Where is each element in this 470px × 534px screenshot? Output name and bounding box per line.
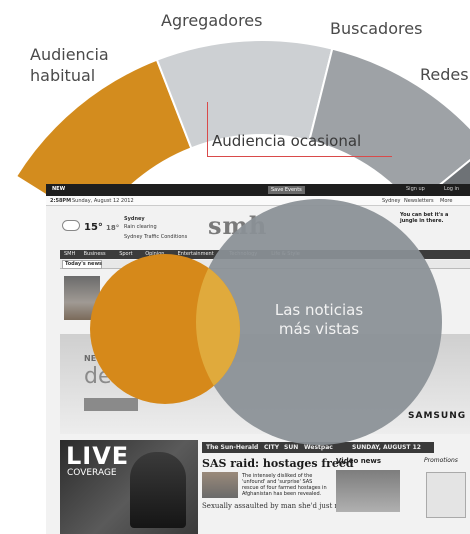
sydney-link[interactable]: Sydney bbox=[382, 198, 401, 204]
date-bar: 2:58PM Sunday, August 12 2012 Sydney New… bbox=[46, 196, 470, 206]
nav-item-4[interactable]: Entertainment bbox=[177, 251, 214, 257]
label-agregadores: Agregadores bbox=[161, 11, 263, 30]
partner-sun: SUN bbox=[284, 444, 299, 451]
temp-low: 18° bbox=[106, 224, 120, 232]
newsletters-link[interactable]: Newsletters bbox=[404, 198, 434, 204]
venn-circle-right bbox=[196, 199, 442, 445]
promotion-box[interactable] bbox=[426, 472, 466, 518]
label-audiencia-ocasional: Audiencia ocasional bbox=[212, 132, 362, 150]
headline[interactable]: SAS raid: hostages freed bbox=[202, 457, 354, 470]
partner-city: CITY bbox=[264, 444, 280, 451]
live-coverage-block[interactable]: LIVE COVERAGE bbox=[60, 440, 198, 534]
live-title: LIVE bbox=[66, 442, 130, 470]
headline-2[interactable]: Sexually assaulted by man she'd just met bbox=[202, 502, 349, 510]
temp-main: 15° bbox=[84, 222, 103, 233]
weather-widget: 15° 18° Sydney Rain clearing Sydney Traf… bbox=[60, 214, 200, 246]
partner-bar: The Sun-Herald CITY SUN Westpac SUNDAY, … bbox=[202, 442, 434, 453]
label-buscadores: Buscadores bbox=[330, 19, 423, 38]
ad-button[interactable] bbox=[84, 398, 138, 411]
live-subtitle: COVERAGE bbox=[67, 468, 117, 478]
video-news-title: Video news bbox=[336, 457, 382, 465]
video-thumbnail[interactable] bbox=[336, 470, 400, 512]
promo-text[interactable]: You can bet it's a jungle in there. bbox=[400, 212, 449, 224]
player-image bbox=[130, 452, 186, 528]
ocasional-bracket-left bbox=[207, 102, 208, 157]
login-link[interactable]: Log in bbox=[444, 186, 460, 192]
browser-topbar: NEW Save Events Sign up Log in bbox=[46, 184, 470, 196]
headline-photo[interactable] bbox=[202, 472, 238, 498]
partner-date: SUNDAY, AUGUST 12 bbox=[352, 444, 421, 451]
label-redes: Redes bbox=[420, 65, 469, 84]
nav-item-1[interactable]: Business bbox=[83, 251, 106, 257]
weather-cond: Rain clearing bbox=[124, 224, 157, 230]
label-audiencia-habitual: Audiencia habitual bbox=[30, 45, 109, 85]
ad-text-1: NE bbox=[84, 354, 97, 363]
signup-link[interactable]: Sign up bbox=[406, 186, 425, 192]
nav-item-0[interactable]: SMH bbox=[64, 251, 76, 257]
save-events-button[interactable]: Save Events bbox=[268, 186, 305, 194]
time-text: 2:58PM bbox=[50, 198, 72, 204]
ocasional-bracket-bottom bbox=[207, 156, 392, 157]
partner-sunherald: The Sun-Herald bbox=[206, 444, 259, 451]
weather-city: Sydney bbox=[124, 216, 145, 222]
partner-westpac: Westpac bbox=[304, 444, 333, 451]
traffic-link[interactable]: Sydney Traffic Conditions bbox=[124, 234, 188, 240]
arc-segment-buscadores bbox=[308, 47, 470, 209]
new-badge: NEW bbox=[52, 186, 66, 192]
tab-todays-news-label: Today's news bbox=[65, 261, 103, 267]
cloud-icon bbox=[62, 220, 80, 231]
samsung-logo: SAMSUNG bbox=[408, 411, 467, 421]
nav-item-2[interactable]: Sport bbox=[119, 251, 133, 257]
nav-item-3[interactable]: Opinion bbox=[145, 251, 165, 257]
promotions-title: Promotions bbox=[424, 457, 458, 464]
headline-blurb: The intensely disliked of the 'unfound' … bbox=[242, 473, 327, 497]
tab-todays-news[interactable] bbox=[62, 260, 102, 269]
date-text: Sunday, August 12 2012 bbox=[72, 198, 134, 204]
more-link[interactable]: More bbox=[440, 198, 453, 204]
